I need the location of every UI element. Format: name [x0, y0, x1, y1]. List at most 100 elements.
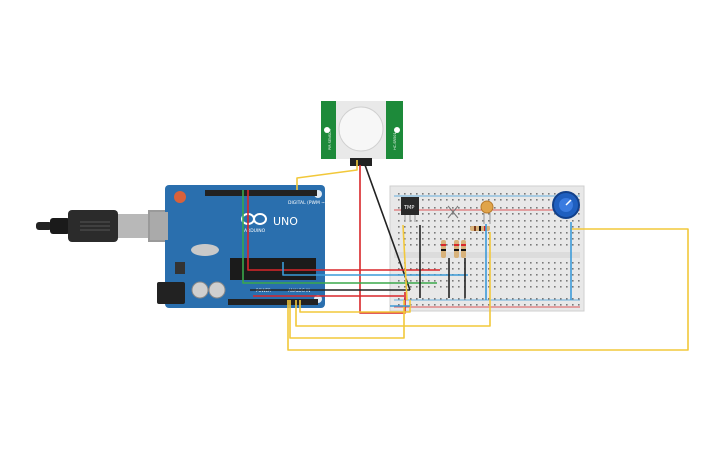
- breadboard-hole: [398, 232, 400, 234]
- breadboard-hole: [578, 238, 580, 240]
- breadboard-hole: [506, 213, 508, 215]
- breadboard-hole: [566, 262, 568, 264]
- breadboard-hole: [464, 193, 466, 195]
- resistor-icon[interactable]: [470, 226, 490, 231]
- breadboard-hole: [524, 238, 526, 240]
- breadboard-hole: [566, 238, 568, 240]
- wire-yellow[interactable]: [295, 232, 491, 327]
- breadboard-hole: [422, 304, 424, 306]
- reset-button[interactable]: [174, 191, 186, 203]
- breadboard-hole: [482, 304, 484, 306]
- resistor-icon[interactable]: [441, 240, 446, 258]
- potentiometer-icon[interactable]: [552, 191, 580, 219]
- breadboard-hole: [560, 268, 562, 270]
- breadboard-hole: [452, 199, 454, 201]
- breadboard-hole: [494, 193, 496, 195]
- photoresistor-icon[interactable]: [480, 200, 494, 224]
- breadboard-hole: [518, 268, 520, 270]
- capacitor: [191, 281, 209, 299]
- breadboard-hole: [446, 226, 448, 228]
- breadboard-hole: [470, 207, 472, 209]
- resistor-icon[interactable]: [454, 240, 459, 258]
- breadboard-hole: [422, 298, 424, 300]
- breadboard-hole: [440, 298, 442, 300]
- breadboard-hole: [488, 238, 490, 240]
- wire-black[interactable]: [364, 164, 411, 291]
- wire-red[interactable]: [247, 190, 440, 271]
- breadboard-hole: [452, 268, 454, 270]
- breadboard-hole: [476, 244, 478, 246]
- breadboard-hole: [506, 193, 508, 195]
- breadboard-hole: [500, 199, 502, 201]
- breadboard-hole: [428, 238, 430, 240]
- breadboard-hole: [542, 226, 544, 228]
- breadboard-hole: [470, 213, 472, 215]
- breadboard-hole: [434, 226, 436, 228]
- breadboard-hole: [422, 268, 424, 270]
- breadboard-hole: [524, 274, 526, 276]
- breadboard-hole: [542, 298, 544, 300]
- breadboard-hole: [506, 268, 508, 270]
- breadboard-hole: [554, 213, 556, 215]
- breadboard-hole: [470, 193, 472, 195]
- usb-cable-icon[interactable]: [36, 210, 168, 242]
- breadboard-hole: [434, 199, 436, 201]
- breadboard-hole: [404, 226, 406, 228]
- breadboard-hole: [500, 298, 502, 300]
- breadboard-hole: [434, 220, 436, 222]
- breadboard-hole: [548, 274, 550, 276]
- breadboard-hole: [542, 232, 544, 234]
- wire-yellow[interactable]: [296, 160, 358, 190]
- pir-sensor-icon[interactable]: PIR SENSOR HC-SR501: [321, 101, 403, 166]
- wire-red[interactable]: [359, 165, 406, 314]
- breadboard-hole: [530, 213, 532, 215]
- breadboard-hole: [410, 280, 412, 282]
- resistor-icon[interactable]: [461, 240, 466, 258]
- usb-port: [150, 212, 168, 240]
- breadboard-hole: [566, 244, 568, 246]
- breadboard-hole: [470, 280, 472, 282]
- breadboard-hole: [470, 298, 472, 300]
- breadboard-hole: [470, 232, 472, 234]
- led-icon[interactable]: [447, 205, 459, 219]
- breadboard-hole: [572, 232, 574, 234]
- breadboard-hole: [422, 193, 424, 195]
- breadboard-hole: [524, 268, 526, 270]
- breadboard-hole: [554, 304, 556, 306]
- breadboard-hole: [488, 244, 490, 246]
- breadboard-hole: [440, 199, 442, 201]
- wire-yellow[interactable]: [289, 300, 405, 339]
- breadboard-hole: [512, 193, 514, 195]
- breadboard-hole: [512, 238, 514, 240]
- arduino-board[interactable]: DIGITAL (PWM ~) POWER ANALOG IN UNO ARDU…: [150, 185, 327, 308]
- digital-label: DIGITAL (PWM ~): [288, 200, 327, 206]
- wire-yellow[interactable]: [402, 224, 408, 301]
- breadboard-hole: [416, 280, 418, 282]
- breadboard-hole: [554, 193, 556, 195]
- breadboard-hole: [434, 304, 436, 306]
- breadboard-hole: [560, 280, 562, 282]
- breadboard-hole: [410, 286, 412, 288]
- breadboard-hole: [410, 262, 412, 264]
- breadboard-hole: [476, 274, 478, 276]
- breadboard-hole: [488, 220, 490, 222]
- breadboard-hole: [542, 220, 544, 222]
- breadboard-hole: [572, 238, 574, 240]
- wire-green[interactable]: [242, 190, 437, 284]
- breadboard-hole: [422, 286, 424, 288]
- breadboard-hole: [446, 193, 448, 195]
- breadboard-hole: [572, 220, 574, 222]
- breadboard-hole: [500, 268, 502, 270]
- breadboard-hole: [398, 226, 400, 228]
- breadboard-hole: [578, 268, 580, 270]
- breadboard-hole: [560, 232, 562, 234]
- breadboard-hole: [410, 226, 412, 228]
- breadboard-hole: [470, 286, 472, 288]
- temperature-sensor-icon[interactable]: TMP: [401, 197, 419, 222]
- breadboard-hole: [494, 298, 496, 300]
- breadboard-hole: [530, 298, 532, 300]
- breadboard-hole: [422, 213, 424, 215]
- wire-yellow[interactable]: [287, 228, 689, 351]
- breadboard-hole: [530, 268, 532, 270]
- breadboard-hole: [560, 226, 562, 228]
